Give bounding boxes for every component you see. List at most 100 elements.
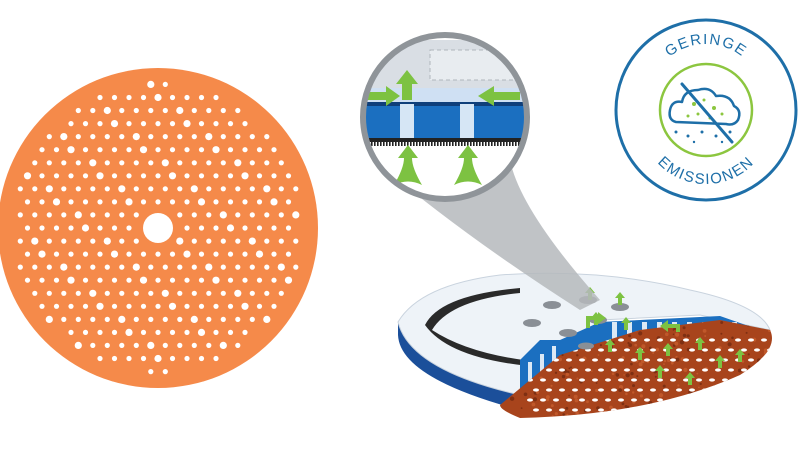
abrasive-hole: [683, 338, 689, 342]
grit-speck: [640, 359, 645, 364]
disc-hole: [220, 107, 226, 114]
grit-tooth: [452, 141, 454, 146]
abrasive-hole: [735, 338, 741, 342]
abrasive-hole: [774, 338, 780, 341]
grit-speck: [767, 370, 770, 373]
abrasive-hole: [754, 408, 760, 412]
abrasive-hole: [559, 408, 565, 412]
grit-speck: [672, 329, 675, 331]
disc-hole: [46, 212, 52, 218]
grit-speck: [764, 320, 768, 322]
airflow-arrow: [685, 372, 695, 385]
disc-hole: [190, 315, 198, 323]
disc-hole: [206, 212, 212, 218]
pad-top-arc: [425, 288, 540, 367]
disc-hole: [39, 303, 45, 309]
disc-hole: [242, 225, 248, 231]
grit-speck: [776, 361, 780, 365]
disc-hole: [104, 186, 110, 192]
grit-tooth: [428, 141, 430, 146]
grit-speck: [674, 341, 679, 346]
grit-speck: [698, 405, 701, 409]
disc-hole: [184, 173, 190, 179]
disc-hole: [284, 276, 293, 284]
disc-hole: [293, 238, 299, 244]
disc-hole: [46, 238, 52, 244]
grit-speck: [662, 384, 666, 388]
disc-hole: [31, 237, 39, 245]
disc-hole: [61, 316, 67, 322]
disc-hole: [264, 290, 270, 296]
disc-hole: [184, 277, 190, 283]
disc-hole: [206, 238, 212, 244]
abrasive-hole: [663, 408, 669, 412]
lens-rim: [360, 32, 530, 202]
abrasive-hole: [546, 388, 552, 392]
abrasive-hole: [592, 378, 598, 382]
abrasive-hole: [566, 398, 572, 402]
grit-tooth: [488, 141, 490, 146]
disc-hole: [169, 355, 176, 362]
abrasive-hole: [780, 408, 786, 411]
abrasive-hole: [728, 348, 734, 352]
disc-hole: [74, 341, 82, 349]
disc-hole: [133, 238, 139, 244]
disc-hole: [184, 94, 190, 101]
disc-hole: [110, 120, 119, 128]
abrasive-hole: [767, 348, 772, 352]
disc-hole: [264, 238, 270, 244]
grit-speck: [645, 341, 647, 344]
disc-hole: [205, 133, 213, 141]
disc-hole: [198, 277, 205, 283]
grit-speck: [714, 391, 718, 396]
disc-hole: [97, 329, 103, 335]
grit-tooth: [515, 141, 517, 146]
abrasive-hole: [611, 388, 617, 392]
abrasive-hole: [598, 348, 604, 352]
grit-speck: [731, 336, 734, 340]
bottom-arrow-left: [394, 145, 422, 185]
disc-hole: [177, 290, 183, 296]
disc-hole: [32, 290, 38, 296]
disc-hole: [256, 173, 263, 179]
disc-hole: [82, 173, 89, 179]
abrasive-hole: [722, 398, 728, 402]
disc-hole: [132, 133, 140, 141]
grit-tooth: [395, 141, 397, 146]
abrasive-hole: [702, 388, 708, 392]
pad-top-plate: [397, 272, 771, 396]
disc-hole: [263, 185, 271, 193]
disc-hole: [126, 121, 132, 127]
grit-tooth: [464, 141, 466, 146]
foam-channel: [540, 354, 544, 376]
abrasive-hole: [592, 398, 598, 402]
disc-hole: [162, 81, 168, 87]
airflow-arrow: [621, 317, 631, 330]
abrasive-hole: [689, 368, 695, 372]
grit-tooth: [491, 141, 493, 146]
abrasive-hole: [780, 388, 786, 391]
abrasive-hole: [644, 398, 650, 402]
grit-speck: [747, 353, 750, 356]
disc-hole: [184, 147, 190, 153]
abrasive-hole: [566, 358, 572, 362]
abrasive-hole: [728, 388, 734, 392]
disc-hole: [126, 251, 132, 257]
grit-tooth: [485, 141, 487, 146]
disc-hole: [97, 121, 103, 127]
disc-hole: [53, 147, 60, 153]
abrasive-hole: [774, 358, 780, 361]
grit-speck: [724, 391, 729, 396]
disc-hole: [191, 212, 197, 218]
disc-hole: [198, 355, 205, 362]
low-emission-badge: GERINGE EMISSIONEN: [614, 18, 798, 202]
abrasive-hole: [579, 378, 585, 382]
grit-speck: [722, 388, 724, 391]
disc-hole: [140, 303, 147, 309]
grit-tooth: [419, 141, 421, 146]
grit-speck: [765, 394, 767, 397]
disc-hole: [104, 264, 110, 270]
abrasive-hole: [676, 408, 682, 412]
disc-hole: [177, 342, 183, 348]
disc-hole: [161, 159, 169, 167]
